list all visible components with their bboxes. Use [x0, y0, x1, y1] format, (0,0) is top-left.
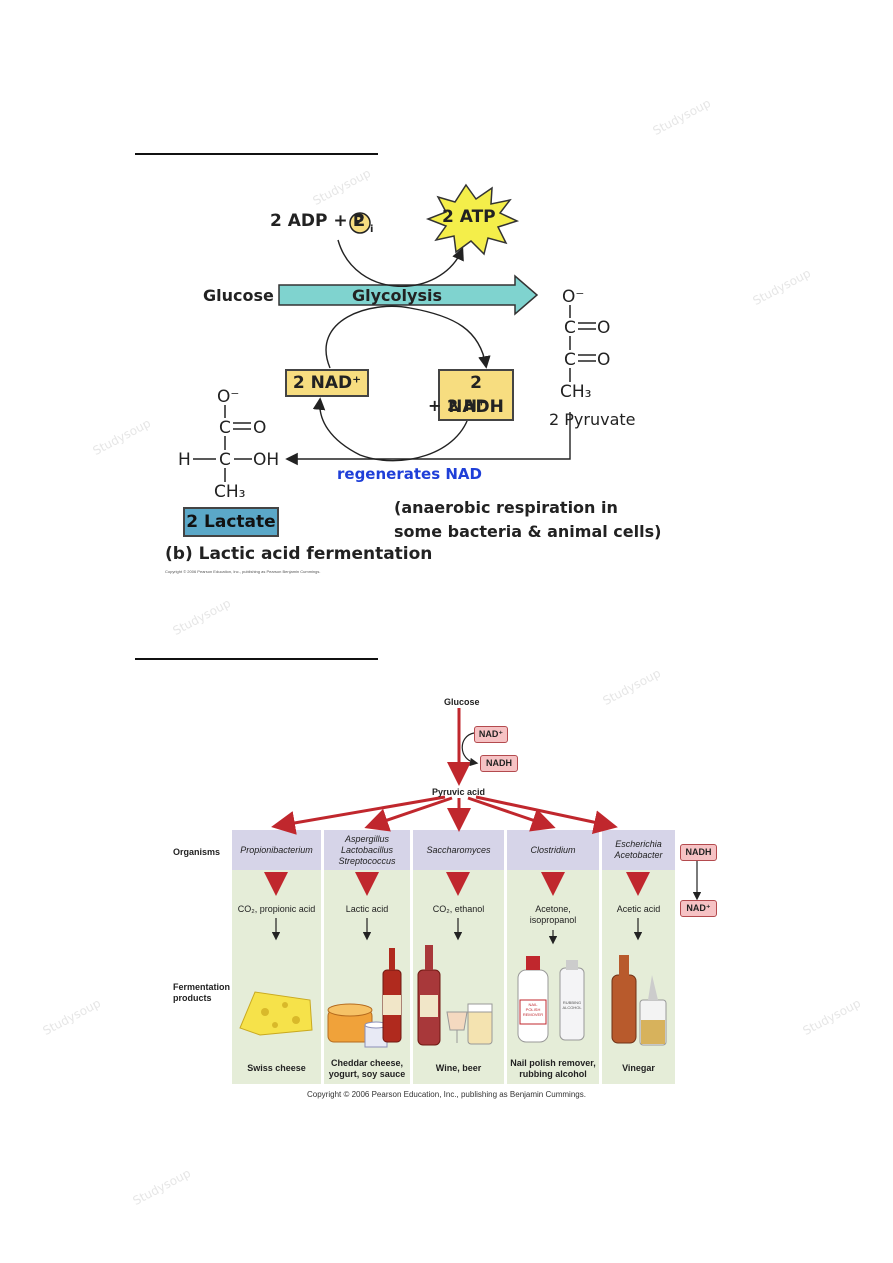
- pyruvate-o-minus: O⁻: [562, 287, 585, 307]
- top-copyright: Copyright © 2006 Pearson Education, Inc.…: [165, 569, 321, 574]
- vinegar-image: [611, 955, 667, 1046]
- food-cheddar: Cheddar cheese, yogurt, soy sauce: [328, 1058, 406, 1079]
- pyruvate-c2: C: [564, 350, 576, 370]
- nad-plus-box: 2 NAD⁺: [285, 369, 369, 397]
- nail-polish-label: NAIL POLISH REMOVER: [522, 1002, 544, 1017]
- bottom-glucose-label: Glucose: [444, 697, 480, 707]
- nadh-pill: NADH: [480, 755, 518, 772]
- adp-label: 2 ADP + 2: [270, 211, 366, 231]
- lactate-ch3: CH₃: [214, 482, 246, 502]
- side-nadh-pill: NADH: [680, 844, 717, 861]
- lactate-c2: C: [219, 450, 231, 470]
- lactate-o1: O: [253, 418, 267, 438]
- side-nad-plus-pill: NAD⁺: [680, 900, 717, 917]
- lactate-box: 2 Lactate: [183, 507, 279, 537]
- atp-label: 2 ATP: [442, 207, 496, 227]
- figure-caption: (b) Lactic acid fermentation: [165, 544, 433, 564]
- food-vinegar: Vinegar: [622, 1063, 655, 1073]
- middle-rule: [135, 658, 378, 660]
- nadh-box: 2 NADH: [438, 369, 514, 421]
- pyruvate-c1: C: [564, 318, 576, 338]
- lactate-oh: OH: [253, 450, 280, 470]
- column-bg: [232, 868, 321, 1084]
- organism-clostridium: Clostridium: [507, 830, 599, 870]
- pyruvate-o2: O: [597, 350, 611, 370]
- organism-propionibacterium: Propionibacterium: [232, 830, 321, 870]
- food-nail-polish: Nail polish remover, rubbing alcohol: [510, 1058, 596, 1079]
- lactic-fermentation-diagram: [193, 183, 596, 482]
- pyruvic-acid-label: Pyruvic acid: [432, 787, 486, 797]
- product-illustrations: [239, 945, 667, 1048]
- fermentation-arrows: [264, 708, 702, 945]
- regenerates-label: regenerates NAD: [337, 465, 482, 483]
- watermark: Studysoup: [170, 595, 234, 639]
- fermentation-products-label: Fermentation products: [173, 982, 231, 1003]
- h-plus-label: + 2 H⁺: [428, 396, 486, 415]
- swiss-cheese-image: [239, 991, 313, 1036]
- nad-plus-pill: NAD⁺: [474, 726, 508, 743]
- note-line-2: some bacteria & animal cells): [394, 522, 662, 541]
- pyruvate-name: 2 Pyruvate: [549, 410, 636, 429]
- product-acetone: Acetone, isopropanol: [529, 904, 577, 925]
- organism-escherichia: Escherichia Acetobacter: [602, 830, 675, 870]
- atp-star: [425, 183, 520, 256]
- lactate-h: H: [178, 450, 191, 470]
- wine-beer-image: [417, 945, 493, 1046]
- top-rule: [135, 153, 378, 155]
- product-ethanol: CO₂, ethanol: [432, 904, 485, 914]
- product-lactic: Lactic acid: [345, 904, 389, 914]
- pyruvate-o1: O: [597, 318, 611, 338]
- product-acetic: Acetic acid: [616, 904, 661, 914]
- nail-polish-rubbing-alcohol-image: [517, 956, 585, 1043]
- food-swiss-cheese: Swiss cheese: [247, 1063, 306, 1073]
- food-wine-beer: Wine, beer: [435, 1063, 482, 1073]
- bottom-copyright: Copyright © 2006 Pearson Education, Inc.…: [307, 1090, 586, 1099]
- product-propionic: CO₂, propionic acid: [237, 904, 316, 914]
- note-line-1: (anaerobic respiration in: [394, 498, 618, 517]
- organisms-label: Organisms: [173, 847, 221, 857]
- lactate-o-minus: O⁻: [217, 387, 240, 407]
- organism-aspergillus: Aspergillus Lactobacillus Streptococcus: [324, 830, 410, 870]
- watermark: Studysoup: [130, 1165, 194, 1209]
- rubbing-alcohol-label: RUBBING ALCOHOL: [562, 1000, 582, 1010]
- pyruvate-ch3: CH₃: [560, 382, 592, 402]
- glycolysis-arrow: [278, 274, 539, 316]
- glycolysis-label: Glycolysis: [352, 286, 442, 305]
- cheddar-yogurt-soy-image: [327, 948, 402, 1048]
- lactate-c1: C: [219, 418, 231, 438]
- glucose-label: Glucose: [203, 286, 274, 305]
- organism-saccharomyces: Saccharomyces: [413, 830, 504, 870]
